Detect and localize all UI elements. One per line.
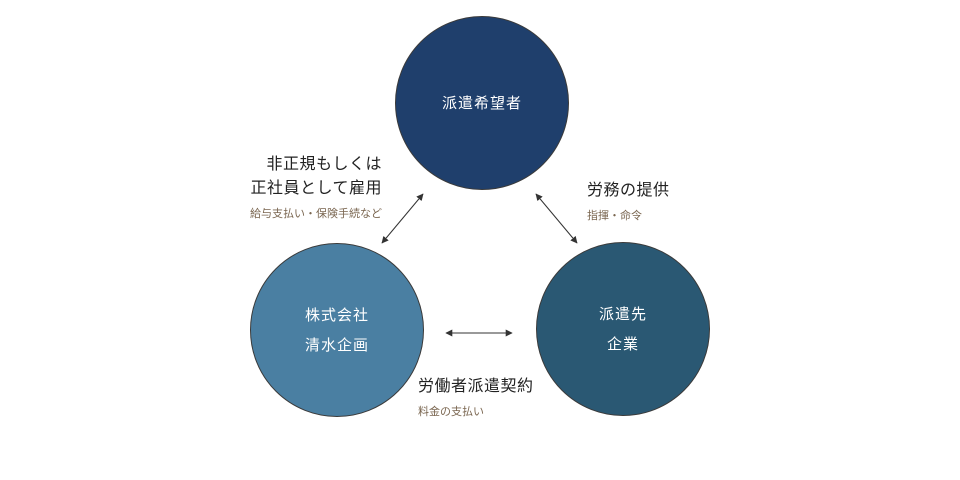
- relation-employment-label: 非正規もしくは 正社員として雇用 給与支払い・保険手続など: [226, 152, 382, 222]
- node-dispatch-agency: 株式会社 清水企画: [250, 243, 424, 417]
- relation-title-line: 正社員として雇用: [250, 178, 382, 197]
- relation-title-line: 労務の提供: [587, 180, 670, 199]
- node-label-line: 株式会社: [304, 306, 369, 324]
- relation-subtitle: 給与支払い・保険手続など: [250, 207, 382, 220]
- node-client-company: 派遣先 企業: [536, 242, 710, 416]
- relation-title-line: 労働者派遣契約: [418, 376, 534, 395]
- relation-contract-label: 労働者派遣契約 料金の支払い: [418, 374, 534, 420]
- node-label-line: 派遣希望者: [441, 94, 522, 112]
- relation-title-line: 非正規もしくは: [266, 154, 382, 173]
- relation-subtitle: 指揮・命令: [587, 209, 642, 222]
- node-label-line: 清水企画: [304, 336, 369, 354]
- arrow-left-top: [381, 193, 424, 244]
- node-label-line: 企業: [606, 335, 639, 353]
- relation-labor-label: 労務の提供 指揮・命令: [587, 178, 670, 224]
- node-label-line: 派遣先: [598, 305, 647, 323]
- arrow-right-top: [535, 193, 578, 244]
- relation-subtitle: 料金の支払い: [418, 405, 484, 418]
- node-dispatch-applicant: 派遣希望者: [395, 16, 569, 190]
